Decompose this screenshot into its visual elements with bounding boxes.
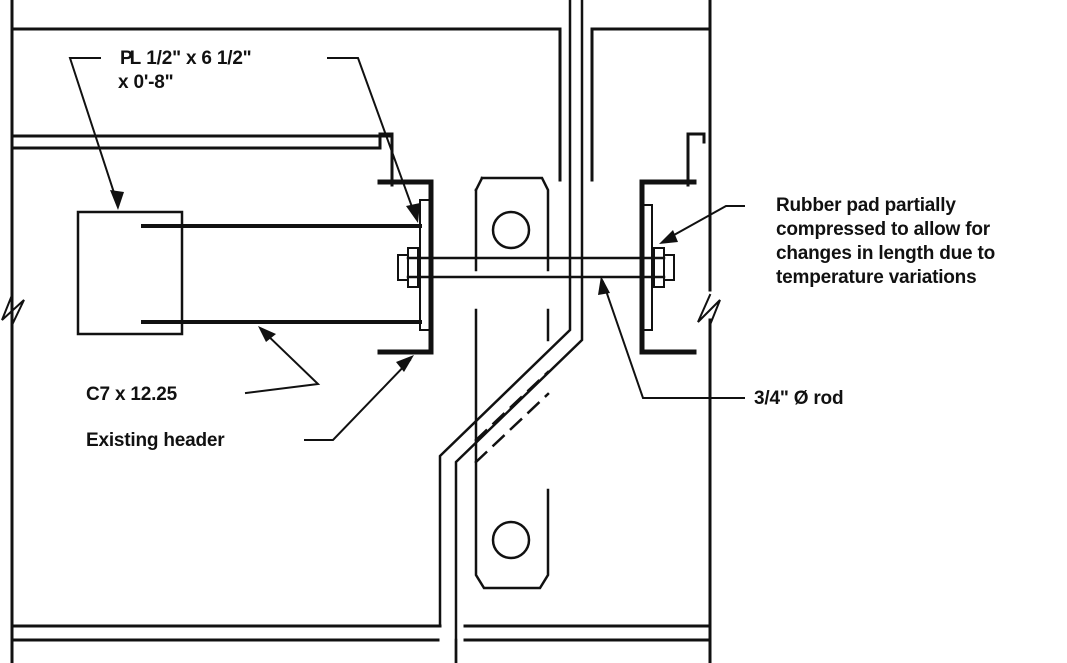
rod-label: 3/4" Ø rod	[754, 388, 844, 409]
rod	[406, 256, 666, 279]
bolt-hole-bottom	[491, 520, 531, 560]
rubber-pad-line-4: temperature variations	[776, 267, 977, 288]
washer-left	[407, 247, 419, 288]
leader-channel	[244, 328, 321, 395]
nut-right	[663, 254, 675, 281]
bolt-hole-top	[491, 210, 531, 250]
leader-plate-left	[68, 57, 120, 207]
leader-rod	[601, 280, 745, 399]
arrowheads	[110, 190, 678, 372]
left-beam-outline	[10, 0, 562, 663]
leader-rubber-pad	[663, 205, 745, 242]
leader-header	[304, 358, 412, 441]
nut-left	[397, 254, 409, 281]
channel-label: C7 x 12.25	[86, 384, 177, 405]
existing-header-label: Existing header	[86, 430, 225, 451]
rubber-pad-line-2: compressed to allow for	[776, 219, 990, 240]
break-line-right	[697, 293, 721, 327]
plate-dims-line1: 1/2" x 6 1/2"	[146, 48, 252, 69]
plate	[76, 210, 184, 336]
rubber-pad-line-1: Rubber pad partially	[776, 195, 956, 216]
washer-right	[653, 247, 665, 288]
existing-header-channel-left	[377, 179, 434, 355]
plate-dims-line2: x 0'-8"	[118, 72, 174, 93]
right-beam-outline	[463, 0, 712, 663]
existing-header-channel-right	[639, 179, 697, 355]
leader-plate-right	[327, 57, 418, 220]
leader-lines	[68, 57, 745, 441]
c7-channel	[141, 224, 422, 324]
rubber-pad-line-3: changes in length due to	[776, 243, 995, 264]
break-line-left	[1, 293, 25, 327]
hidden-lines	[474, 370, 550, 464]
plate-symbol: PL	[120, 48, 141, 69]
splice-link-plate	[474, 176, 550, 590]
